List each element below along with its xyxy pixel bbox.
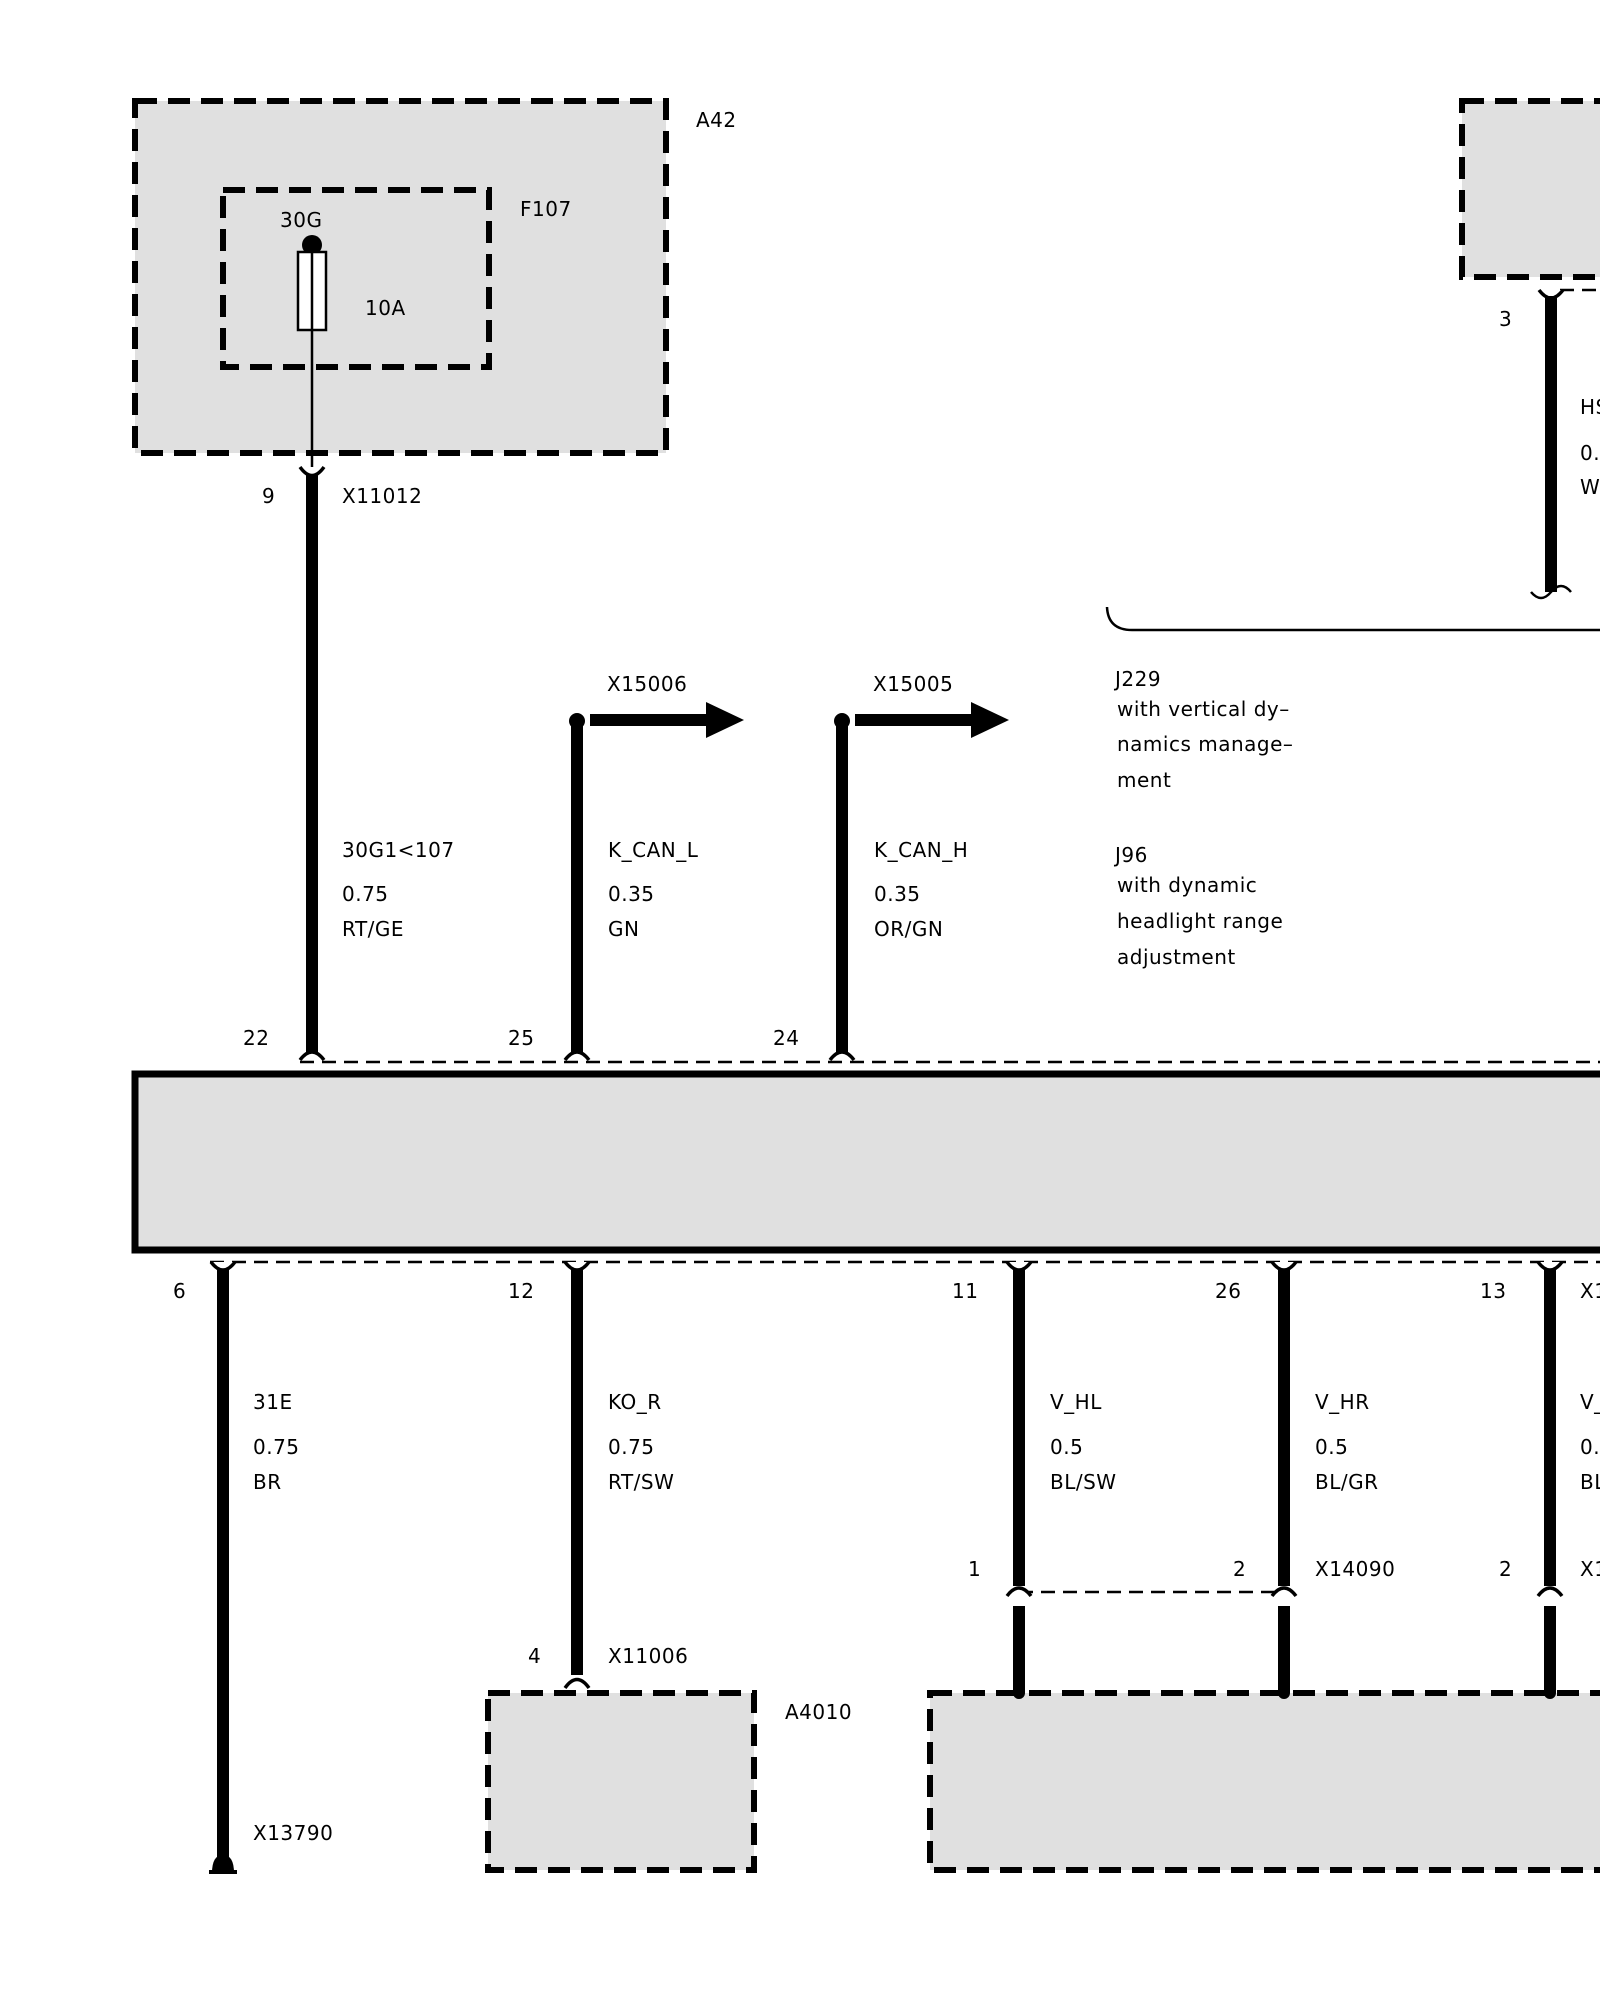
k-can-h-arrow-head	[971, 702, 1009, 738]
pin-26-label: 26	[1215, 1279, 1241, 1303]
v-hl-module-joint	[1013, 1687, 1025, 1699]
k-can-l-color: GN	[608, 917, 639, 941]
pin-2-contact-a	[1270, 1586, 1298, 1598]
wire-v-hr-color: BL/GR	[1315, 1470, 1379, 1494]
pin-9-label: 9	[262, 484, 275, 508]
j229-desc-2: namics manage–	[1117, 732, 1293, 756]
pin-25-contact	[563, 1050, 591, 1062]
f107-box	[220, 187, 492, 370]
k-can-l-signal: K_CAN_L	[608, 838, 699, 862]
j229-code: J229	[1113, 667, 1161, 691]
pin-25-label: 25	[508, 1026, 534, 1050]
variant-brace	[1105, 606, 1600, 632]
wire-v-cut-color: BL	[1580, 1470, 1600, 1494]
j96-desc-1: with dynamic	[1117, 873, 1257, 897]
k-can-l-arrow-head	[706, 702, 744, 738]
pin-6-label: 6	[173, 1279, 186, 1303]
pin-13-label: 13	[1480, 1279, 1506, 1303]
wire-v-hr-gauge: 0.5	[1315, 1435, 1348, 1459]
wire-30g1-color: RT/GE	[342, 917, 404, 941]
v-cut-module-joint	[1544, 1687, 1556, 1699]
pin-13-contact	[1536, 1260, 1564, 1272]
pin-1-label: 1	[968, 1557, 981, 1581]
wire-31e-signal: 31E	[253, 1390, 293, 1414]
pin-24-label: 24	[773, 1026, 799, 1050]
j96-desc-2: headlight range	[1117, 909, 1283, 933]
f107-label: F107	[520, 197, 572, 221]
x1-cut-label-a: X1	[1580, 1279, 1600, 1303]
fuse-rating-label: 10A	[365, 296, 406, 320]
k-can-l-junction	[569, 713, 585, 729]
pin-11-label: 11	[952, 1279, 978, 1303]
pin-1-contact	[1005, 1586, 1033, 1598]
fuse-terminal-label: 30G	[280, 208, 322, 232]
upper-right-module-box	[1459, 98, 1600, 280]
wire-ko-r-color: RT/SW	[608, 1470, 674, 1494]
v-hr-module-joint	[1278, 1687, 1290, 1699]
pin-11-contact	[1005, 1260, 1033, 1272]
wire-30g1-gauge: 0.75	[342, 882, 389, 906]
hs-wire-break	[1530, 584, 1572, 600]
wire-v-hl-gauge: 0.5	[1050, 1435, 1083, 1459]
j96-desc-3: adjustment	[1117, 945, 1236, 969]
x11012-label: X11012	[342, 484, 422, 508]
wire-v-cut-signal: V_	[1580, 1390, 1600, 1414]
x11006-label: X11006	[608, 1644, 688, 1668]
main-control-unit	[131, 1070, 1600, 1254]
hs-wire-signal: HS	[1580, 395, 1600, 419]
hs-wire-gauge: 0.	[1580, 441, 1600, 465]
wire-31e-gauge: 0.75	[253, 1435, 300, 1459]
x14090-label: X14090	[1315, 1557, 1395, 1581]
wire-v-cut-gauge: 0.	[1580, 1435, 1600, 1459]
hs-wire-color: WS	[1580, 475, 1600, 499]
pin-12-label: 12	[508, 1279, 534, 1303]
wire-v-hl-signal: V_HL	[1050, 1390, 1102, 1414]
ground-point	[212, 1855, 234, 1873]
pin-22-label: 22	[243, 1026, 269, 1050]
pin-2-contact-b	[1536, 1586, 1564, 1598]
k-can-h-gauge: 0.35	[874, 882, 921, 906]
k-can-h-color: OR/GN	[874, 917, 943, 941]
lower-right-module-box	[927, 1690, 1600, 1873]
wire-31e-color: BR	[253, 1470, 282, 1494]
x13790-label: X13790	[253, 1821, 333, 1845]
j229-desc-3: ment	[1117, 768, 1171, 792]
pin-26-contact	[1270, 1260, 1298, 1272]
j96-code: J96	[1113, 843, 1148, 867]
wire-ko-r-gauge: 0.75	[608, 1435, 655, 1459]
j229-desc-1: with vertical dy–	[1117, 697, 1290, 721]
wire-v-hr-signal: V_HR	[1315, 1390, 1370, 1414]
pin-3-label: 3	[1499, 307, 1512, 331]
pin-4-label: 4	[528, 1644, 541, 1668]
k-can-l-gauge: 0.35	[608, 882, 655, 906]
pin-6-contact	[209, 1260, 237, 1272]
k-can-h-signal: K_CAN_H	[874, 838, 968, 862]
a42-label: A42	[696, 108, 737, 132]
k-can-h-junction	[834, 713, 850, 729]
pin-24-contact	[828, 1050, 856, 1062]
x15006-label: X15006	[607, 672, 687, 696]
pin-4-contact	[563, 1677, 591, 1690]
a4010-box	[485, 1690, 757, 1873]
wire-30g1-signal: 30G1<107	[342, 838, 455, 862]
wire-v-hl-color: BL/SW	[1050, 1470, 1117, 1494]
pin-22-contact	[298, 1050, 326, 1062]
wire-ko-r-signal: KO_R	[608, 1390, 662, 1414]
pin-12-contact	[563, 1260, 591, 1272]
pin-2-label-a: 2	[1233, 1557, 1246, 1581]
pin-2-label-b: 2	[1499, 1557, 1512, 1581]
a4010-label: A4010	[785, 1700, 852, 1724]
x1-cut-label-b: X1	[1580, 1557, 1600, 1581]
x15005-label: X15005	[873, 672, 953, 696]
